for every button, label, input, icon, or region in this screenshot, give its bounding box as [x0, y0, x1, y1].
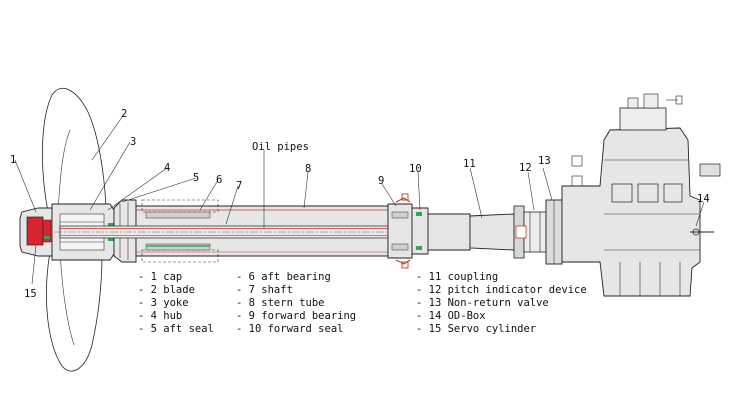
callout-3: 3	[130, 136, 136, 148]
callout-11: 11	[463, 158, 476, 170]
servo-cylinder	[26, 216, 44, 246]
legend-item: - 3 yoke	[138, 297, 189, 309]
leader-lines	[14, 112, 705, 285]
gearbox	[561, 127, 701, 297]
legend-item: - 12 pitch indicator device	[416, 284, 587, 296]
callout-1: 1	[10, 154, 16, 166]
legend-item: - 4 hub	[138, 310, 182, 322]
callout-15: 15	[24, 288, 37, 300]
callout-2: 2	[121, 108, 127, 120]
legend-item: - 15 Servo cylinder	[416, 323, 536, 335]
callout-13: 13	[538, 155, 551, 167]
blade-lower	[46, 251, 103, 372]
oil-pipes-label: Oil pipes	[252, 141, 309, 153]
pitch-indicator-device	[523, 211, 547, 253]
legend-item: - 1 cap	[138, 271, 182, 283]
od-box	[699, 163, 721, 177]
legend-item: - 9 forward bearing	[236, 310, 356, 322]
legend-item: - 11 coupling	[416, 271, 498, 283]
legend-item: - 7 shaft	[236, 284, 293, 296]
callout-5: 5	[193, 172, 199, 184]
callout-9: 9	[378, 175, 384, 187]
legend-item: - 8 stern tube	[236, 297, 325, 309]
blade-upper	[42, 88, 107, 213]
forward-seal	[411, 207, 429, 255]
callout-10: 10	[409, 163, 422, 175]
intermediate-shaft	[427, 213, 471, 251]
callout-4: 4	[164, 162, 170, 174]
callout-12: 12	[519, 162, 532, 174]
legend: - 1 cap - 2 blade - 3 yoke - 4 hub - 5 a…	[138, 271, 587, 335]
coupling	[469, 213, 515, 251]
legend-item: - 5 aft seal	[138, 323, 214, 335]
callout-8: 8	[305, 163, 311, 175]
callout-6: 6	[216, 174, 222, 186]
aft-bearing	[145, 211, 211, 219]
callout-14: 14	[697, 193, 710, 205]
callout-7: 7	[236, 180, 242, 192]
legend-item: - 14 OD-Box	[416, 310, 486, 322]
legend-item: - 6 aft bearing	[236, 271, 331, 283]
legend-item: - 10 forward seal	[236, 323, 343, 335]
legend-item: - 2 blade	[138, 284, 195, 296]
legend-item: - 13 Non-return valve	[416, 297, 549, 309]
